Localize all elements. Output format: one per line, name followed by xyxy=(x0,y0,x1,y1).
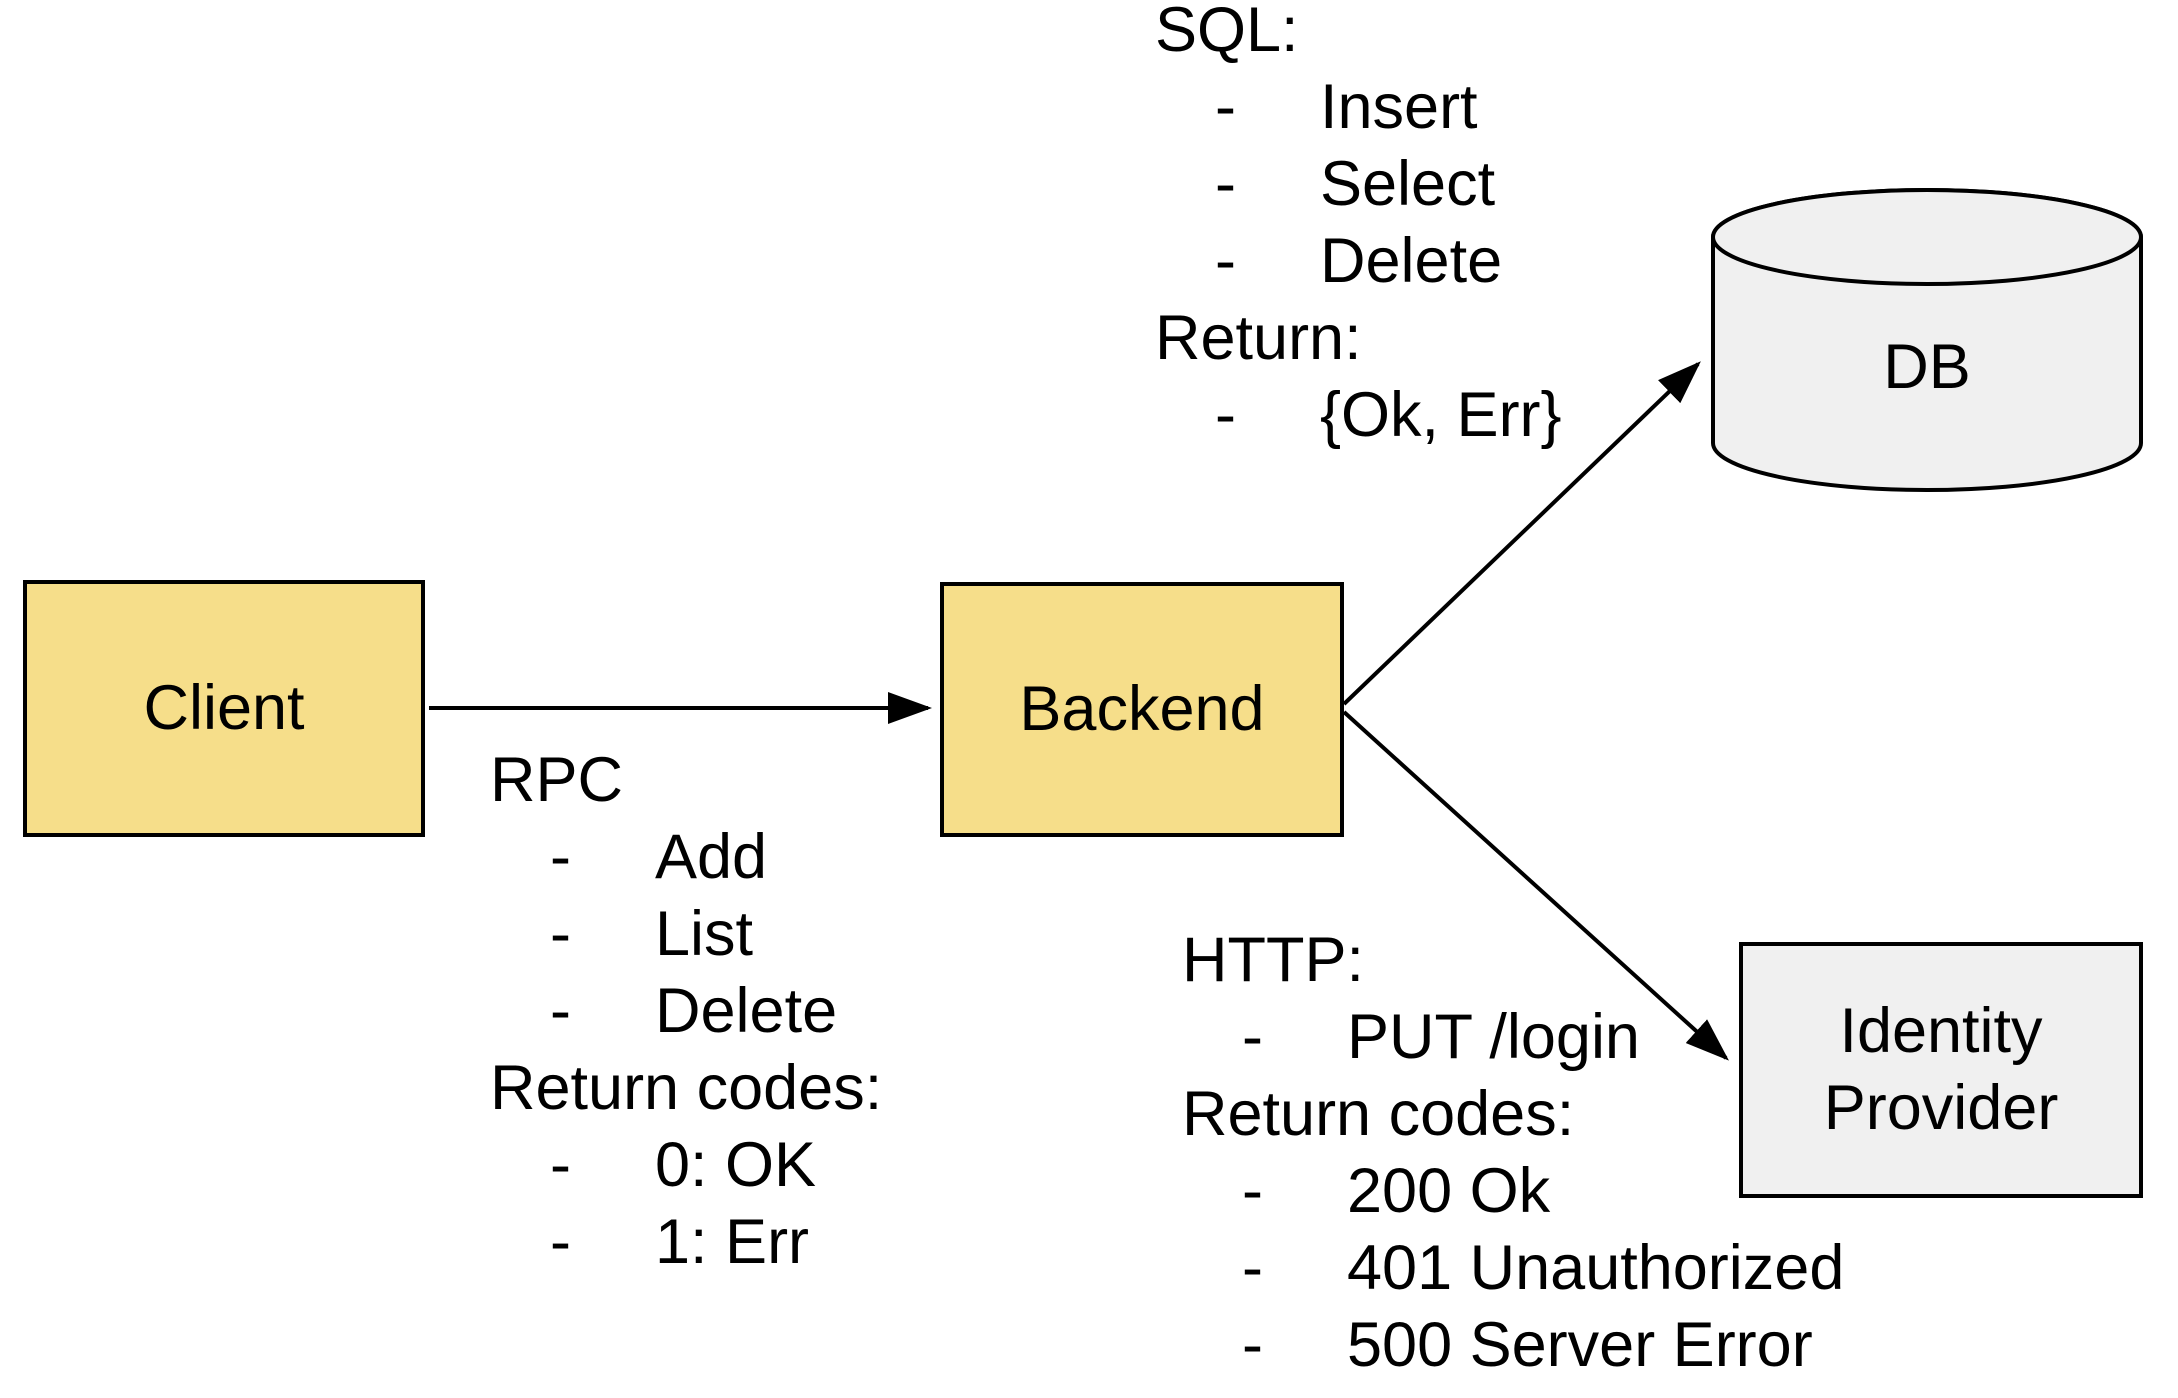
bullet-dash: - xyxy=(1242,1233,1263,1303)
list-item: - List xyxy=(490,896,882,973)
list-item: - Delete xyxy=(490,973,882,1050)
node-identity-provider: Identity Provider xyxy=(1739,942,2143,1198)
list-item: - {Ok, Err} xyxy=(1155,377,1562,454)
bullet-dash: - xyxy=(1215,226,1236,296)
list-item: - PUT /login xyxy=(1182,999,1844,1076)
rpc-annotation-title: RPC xyxy=(490,745,624,815)
bullet-dash: - xyxy=(1215,149,1236,219)
list-item: - Delete xyxy=(1155,223,1562,300)
node-db-label: DB xyxy=(1883,332,1971,402)
rpc-annotation-subtitle: Return codes: xyxy=(490,1053,883,1123)
bullet-dash: - xyxy=(550,1130,571,1200)
list-item: - 1: Err xyxy=(490,1204,882,1281)
sql-annotation-subtitle: Return: xyxy=(1155,303,1362,373)
list-item: - Insert xyxy=(1155,69,1562,146)
list-item: - Select xyxy=(1155,146,1562,223)
node-db: DB xyxy=(1709,186,2145,494)
node-identity-provider-label: Identity Provider xyxy=(1823,996,2059,1143)
bullet-dash: - xyxy=(1215,72,1236,142)
rpc-annotation: RPC - Add - List - Delete Return codes: … xyxy=(490,742,882,1281)
bullet-dash: - xyxy=(550,976,571,1046)
db-cylinder-shape xyxy=(1711,188,2143,492)
http-annotation: HTTP: - PUT /login Return codes: - 200 O… xyxy=(1182,922,1844,1384)
node-client: Client xyxy=(23,580,425,837)
bullet-dash: - xyxy=(1242,1002,1263,1072)
list-item: - 401 Unauthorized xyxy=(1182,1230,1844,1307)
node-client-label: Client xyxy=(143,673,305,743)
bullet-dash: - xyxy=(1242,1310,1263,1380)
list-item: - Add xyxy=(490,819,882,896)
list-item: - 500 Server Error xyxy=(1182,1307,1844,1384)
http-annotation-title: HTTP: xyxy=(1182,925,1364,995)
list-item: - 0: OK xyxy=(490,1127,882,1204)
sql-annotation: SQL: - Insert - Select - Delete Return: … xyxy=(1155,0,1562,454)
bullet-dash: - xyxy=(550,1207,571,1277)
list-item: - 200 Ok xyxy=(1182,1153,1844,1230)
bullet-dash: - xyxy=(550,899,571,969)
http-annotation-subtitle: Return codes: xyxy=(1182,1079,1575,1149)
sql-annotation-title: SQL: xyxy=(1155,0,1299,65)
bullet-dash: - xyxy=(550,822,571,892)
bullet-dash: - xyxy=(1242,1156,1263,1226)
node-backend-label: Backend xyxy=(1019,674,1265,744)
node-backend: Backend xyxy=(940,582,1344,837)
bullet-dash: - xyxy=(1215,380,1236,450)
